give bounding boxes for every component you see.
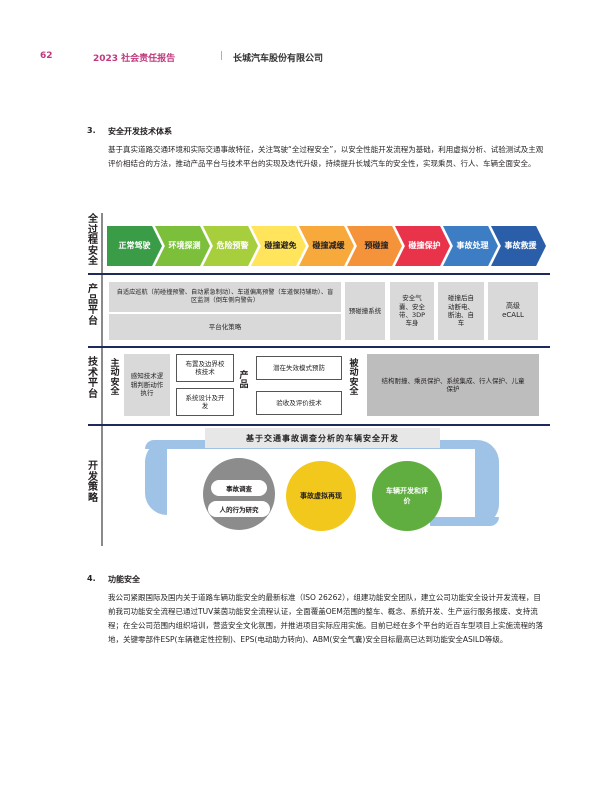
dev-strategy-banner: 基于交通事故调查分析的车辆安全开发	[205, 428, 440, 448]
tech-validation-box: 验收及评价技术	[256, 391, 342, 415]
chevron-pre-crash: 预碰撞	[347, 226, 402, 266]
section-4-title: 功能安全	[108, 575, 140, 584]
section-4-paragraph: 我公司紧跟国际及国内关于道路车辆功能安全的最新标准（ISO 26262），组建功…	[108, 593, 543, 644]
loop-bottom-band	[430, 517, 499, 526]
section-4-number: 4.	[87, 574, 96, 583]
product-pre-crash-box: 预碰撞系统	[345, 282, 385, 340]
chevron-collision-mitigation: 碰撞减缓	[299, 226, 354, 266]
product-protection-box: 安全气囊、安全带、3DP 车身	[390, 282, 434, 340]
product-post-crash-box: 碰撞后自动断电、断油、自车	[438, 282, 484, 340]
tech-perception-box: 感知技术逻辑判断动作执行	[124, 354, 170, 416]
product-adas-box: 自适应巡航（前碰撞预警、自动紧急制动）、车道偏离预警（车道保持辅助）、盲区监测（…	[109, 282, 341, 312]
loop-right-arc	[475, 440, 499, 526]
tech-passive-items-box: 结构耐撞、乘员保护、系统集成、行人保护、儿童保护	[367, 354, 539, 416]
chevron-accident-rescue: 事故救援	[491, 226, 546, 266]
tech-layout-box: 布置及边界校核技术	[176, 354, 234, 382]
divider-2	[88, 346, 550, 348]
chevron-accident-handling: 事故处理	[443, 226, 498, 266]
chevron-collision-avoidance: 碰撞避免	[251, 226, 306, 266]
divider-1	[88, 273, 550, 275]
product-ecall-box: 高级eCALL	[488, 282, 538, 340]
row-label-dev: 开发策略	[88, 461, 98, 504]
chevron-crash-protection: 碰撞保护	[395, 226, 450, 266]
report-title: 2023 社会责任报告	[93, 54, 176, 64]
loop-left-arc	[145, 440, 167, 515]
tech-system-design-box: 系统设计及开发	[176, 388, 234, 416]
header-separator: |	[220, 51, 224, 61]
row-label-tech: 技术平台	[88, 357, 98, 400]
section-3-number: 3.	[87, 126, 96, 135]
row-label-process: 全过程安全	[88, 214, 98, 267]
page-header: 62 2023 社会责任报告 | 长城汽车股份有限公司	[40, 51, 323, 64]
diagram-left-rule	[101, 213, 103, 546]
section-3-paragraph: 基于真实道路交通环境和实际交通事故特征，关注驾驶“全过程安全”，以安全性能开发流…	[108, 145, 544, 168]
circle-vehicle-development: 车辆开发和评价	[372, 461, 442, 531]
tech-product-label: 产品	[239, 371, 249, 391]
tech-passive-safety-label: 被动安全	[349, 359, 359, 398]
circle-reconstruction: 事故虚拟再现	[286, 461, 356, 531]
section-3-title: 安全开发技术体系	[108, 127, 172, 136]
row-label-product: 产品平台	[88, 284, 98, 327]
pill-human-behavior: 人的行为研究	[208, 501, 270, 517]
chevron-hazard-warning: 危险预警	[203, 226, 258, 266]
pill-accident-survey: 事故调查	[211, 480, 267, 496]
chevron-normal-driving: 正常驾驶	[107, 226, 162, 266]
page-number: 62	[40, 51, 53, 61]
product-platform-strategy-box: 平台化策略	[109, 314, 341, 340]
divider-3	[88, 424, 550, 426]
tech-active-safety-label: 主动安全	[110, 359, 120, 398]
tech-failure-mode-box: 潜在失效模式预防	[256, 356, 342, 380]
company-name: 长城汽车股份有限公司	[233, 54, 324, 64]
chevron-environment-detection: 环境探测	[155, 226, 210, 266]
